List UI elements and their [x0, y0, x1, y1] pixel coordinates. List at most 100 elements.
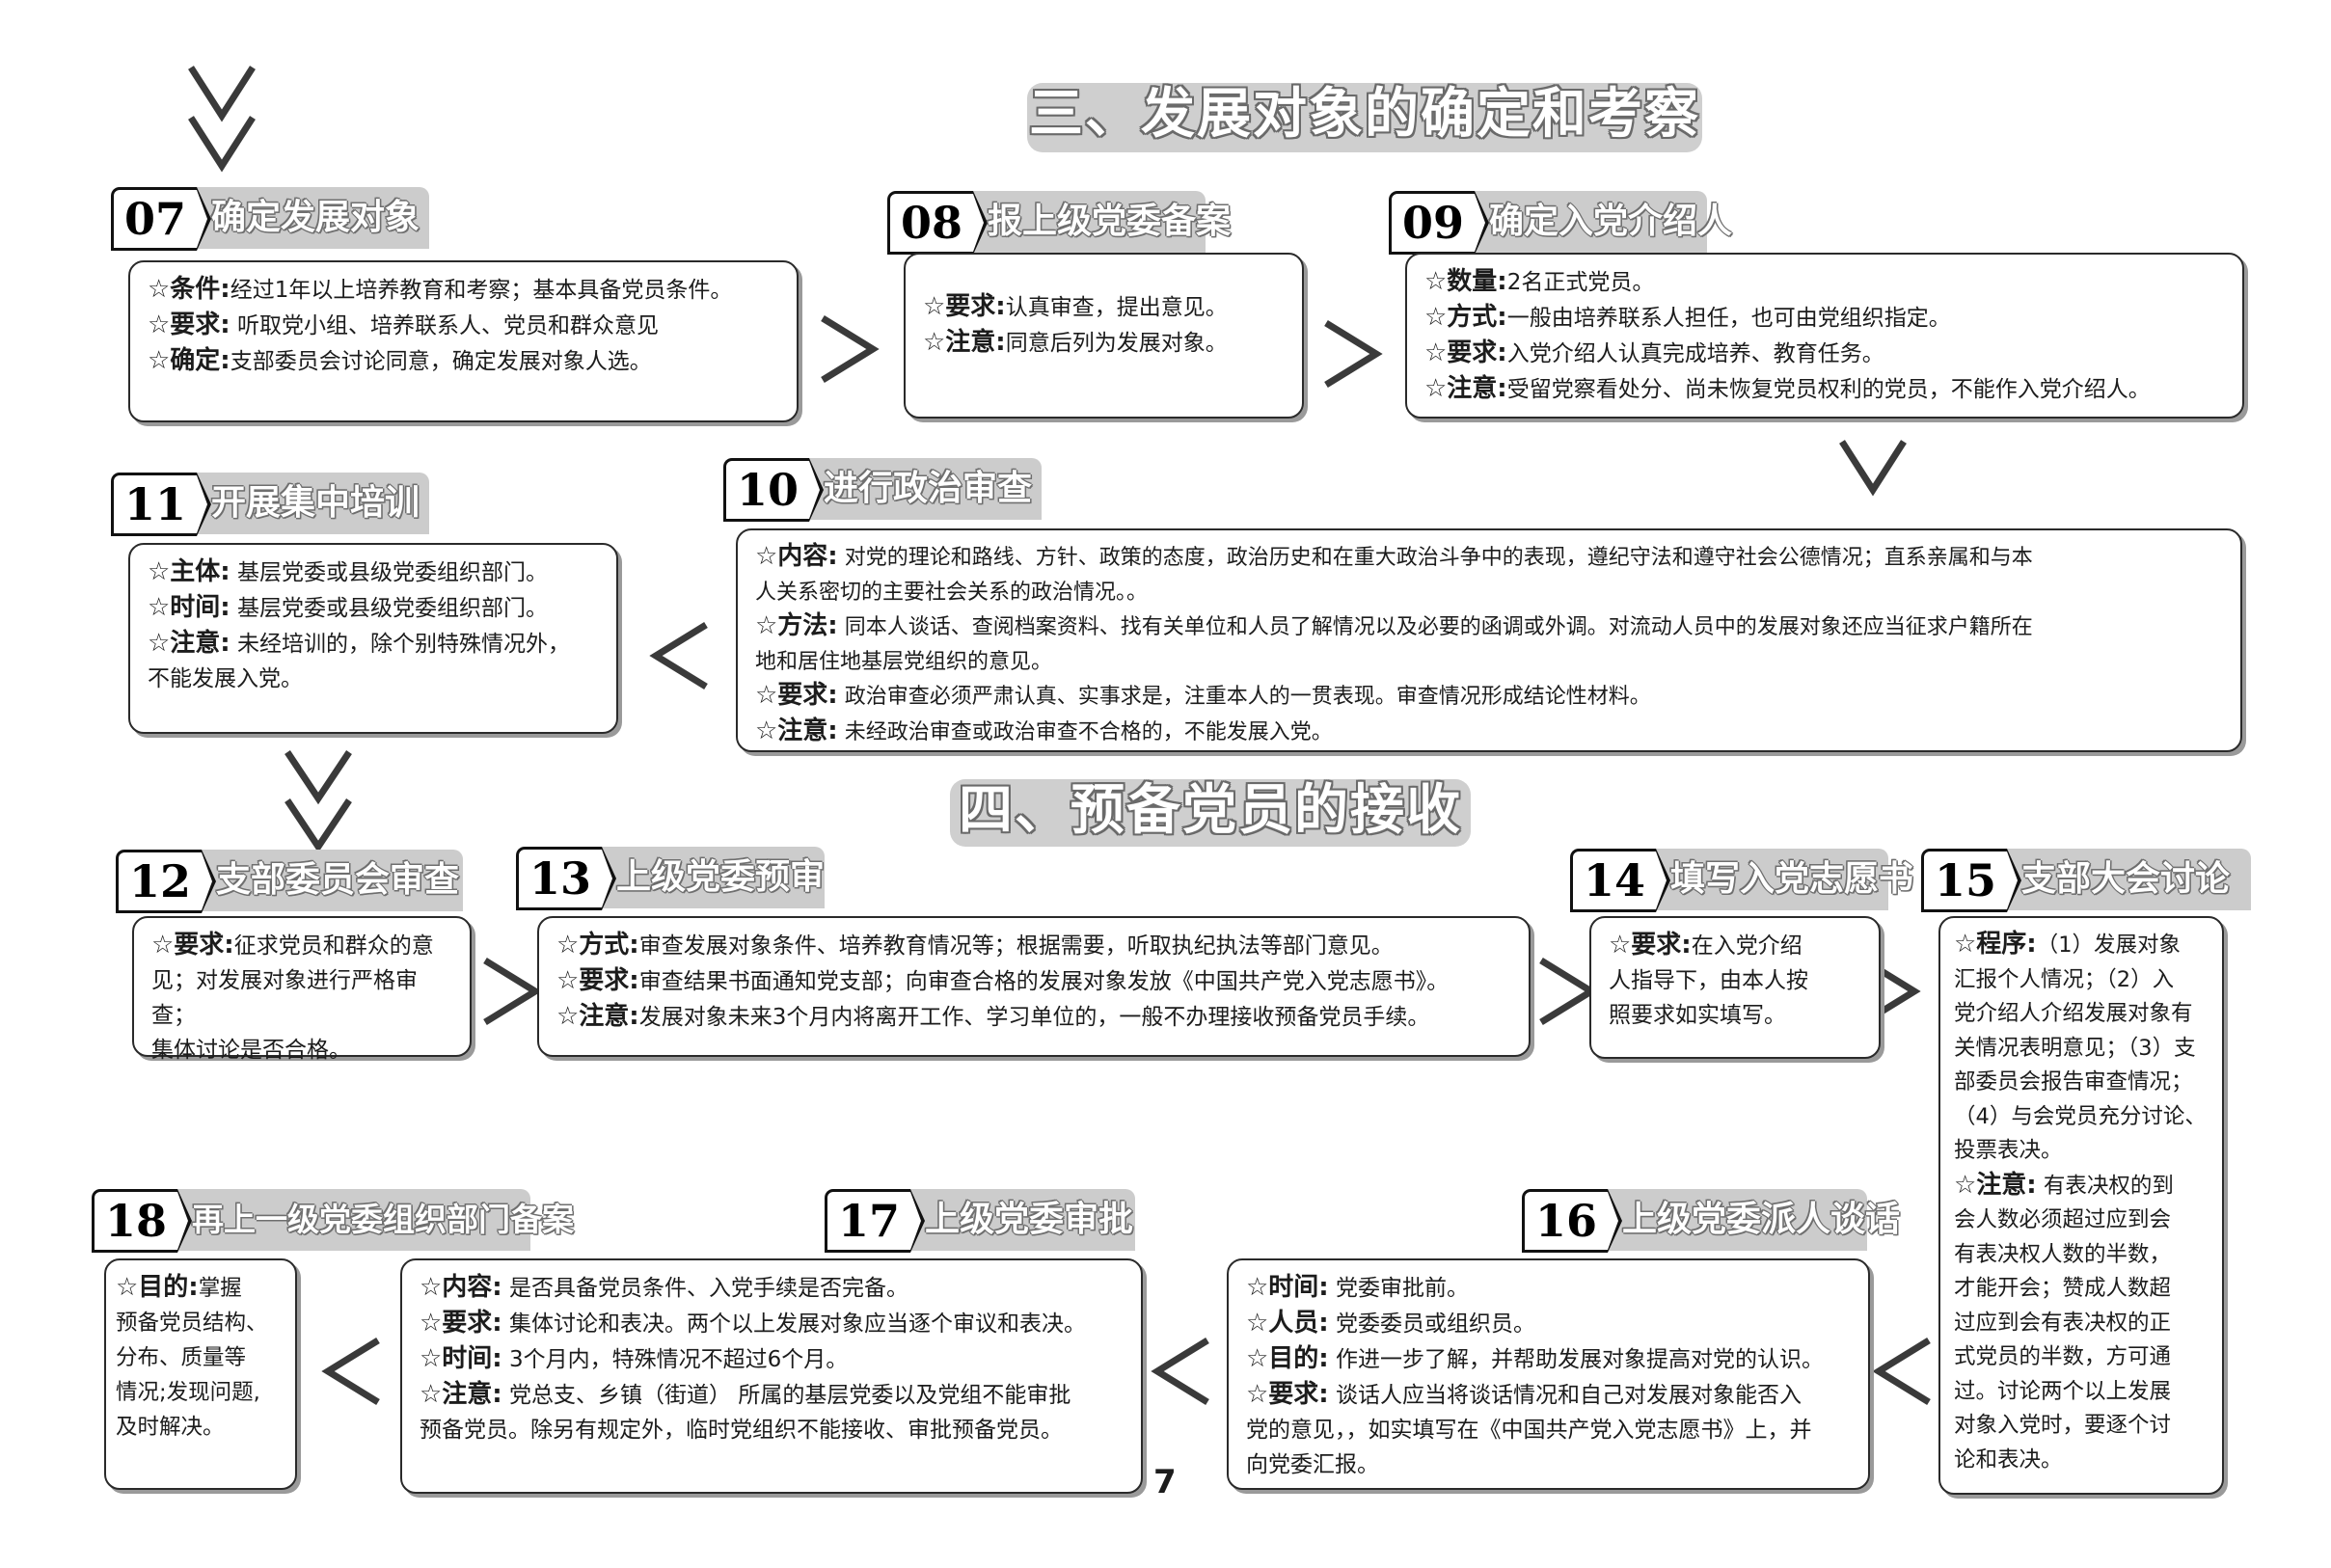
- field-text: 认真审查，提出意见。: [1005, 295, 1228, 320]
- double-chevron-down-icon: [188, 66, 256, 173]
- field-text: 见；对发展对象进行严格审查；: [151, 968, 418, 1028]
- field-text: 情况;发现问题,: [116, 1380, 260, 1405]
- content-line: ☆程序:（1）发展对象: [1954, 928, 2209, 963]
- chevron-down-icon: [1839, 440, 1907, 497]
- step-16-tab: 16 上级党委派人谈话: [1522, 1189, 1900, 1253]
- field-text: 未经培训的，除个别特殊情况外，: [230, 632, 571, 657]
- step-09-box: ☆数量:2名正式党员。☆方式:一般由培养联系人担任，也可由党组织指定。☆要求:入…: [1405, 253, 2244, 419]
- step-title: 确定入党介绍人: [1489, 202, 1733, 241]
- field-text: 在入党介绍: [1691, 933, 1802, 959]
- field-text: 政治审查必须严肃认真、实事求是，注重本人的一贯表现。审查情况形成结论性材料。: [837, 685, 1651, 709]
- step-13-box: ☆方式:审查发展对象条件、培养教育情况等；根据需要，听取执纪执法等部门意见。☆要…: [537, 916, 1531, 1057]
- field-text: 一般由培养联系人担任，也可由党组织指定。: [1506, 306, 1951, 331]
- step-12-tab: 12 支部委员会审查: [116, 850, 463, 913]
- content-line: ☆要求: 听取党小组、培养联系人、党员和群众意见: [148, 308, 783, 343]
- content-line: 式党员的半数，方可通: [1954, 1340, 2209, 1375]
- field-label: ☆要求:: [1424, 338, 1507, 367]
- field-text: 审查发展对象条件、培养教育情况等；根据需要，听取执纪执法等部门意见。: [638, 933, 1394, 959]
- field-text: （4）与会党员充分讨论、: [1954, 1103, 2207, 1129]
- chevron-right-icon: [821, 315, 880, 383]
- content-line: 人指导下，由本人按: [1609, 963, 1865, 998]
- field-text: 党介绍人介绍发展对象有: [1954, 1001, 2193, 1026]
- step-16-box: ☆时间: 党委审批前。☆人员: 党委委员或组织员。☆目的: 作进一步了解，并帮助…: [1227, 1258, 1870, 1490]
- field-text: 对象入党时，要逐个讨: [1954, 1413, 2172, 1438]
- step-14-tab: 14 填写入党志愿书: [1570, 849, 1913, 912]
- content-line: ☆内容: 是否具备党员条件、入党手续是否完备。: [420, 1270, 1127, 1306]
- content-line: ☆要求: 集体讨论和表决。两个以上发展对象应当逐个审议和表决。: [420, 1306, 1127, 1341]
- content-line: ☆注意: 党总支、乡镇（街道） 所属的基层党委以及党组不能审批: [420, 1377, 1127, 1413]
- field-label: ☆程序:: [1954, 930, 2037, 959]
- content-line: ☆时间: 党委审批前。: [1246, 1270, 1855, 1306]
- step-title: 确定发展对象: [211, 198, 420, 237]
- field-text: 人关系密切的主要社会关系的政治情况。。: [755, 580, 1149, 605]
- field-text: 对党的理论和路线、方针、政策的态度，政治历史和在重大政治斗争中的表现，遵纪守法和…: [837, 546, 2033, 570]
- step-title: 上级党委预审: [616, 857, 826, 897]
- field-text: 分布、质量等: [116, 1345, 247, 1370]
- field-text: 地和居住地基层党组织的意见。: [755, 649, 1053, 674]
- content-line: 投票表决。: [1954, 1134, 2209, 1169]
- content-line: 人关系密切的主要社会关系的政治情况。。: [755, 576, 2227, 610]
- field-text: 党委委员或组织员。: [1328, 1311, 1536, 1337]
- step-number: 12: [116, 850, 216, 913]
- field-text: 基层党委或县级党委组织部门。: [230, 596, 549, 621]
- field-text: 发展对象未来3个月内将离开工作、学习单位的，一般不办理接收预备党员手续。: [638, 1005, 1430, 1030]
- field-text: 经过1年以上培养教育和考察；基本具备党员条件。: [230, 278, 733, 303]
- content-line: 集体讨论是否合格。: [151, 1033, 456, 1068]
- step-11-box: ☆主体: 基层党委或县级党委组织部门。☆时间: 基层党委或县级党委组织部门。☆注…: [128, 543, 618, 734]
- content-line: ☆方法: 同本人谈话、查阅档案资料、找有关单位和人员了解情况以及必要的函调或外调…: [755, 609, 2227, 645]
- step-number: 18: [92, 1189, 192, 1253]
- chevron-left-icon: [1872, 1338, 1931, 1405]
- step-title: 上级党委派人谈话: [1622, 1200, 1901, 1239]
- content-line: 不能发展入党。: [148, 662, 603, 696]
- step-11-tab: 11 开展集中培训: [111, 473, 429, 536]
- content-line: ☆注意:受留党察看处分、尚未恢复党员权利的党员，不能作入党介绍人。: [1424, 371, 2229, 407]
- field-label: ☆注意:: [148, 629, 230, 658]
- field-label: ☆人员:: [1246, 1309, 1329, 1338]
- field-text: 不能发展入党。: [148, 666, 303, 691]
- content-line: ☆要求: 谈话人应当将谈话情况和自己对发展对象能否入: [1246, 1377, 1855, 1413]
- content-line: 汇报个人情况；（2）入: [1954, 963, 2209, 998]
- field-label: ☆方法:: [755, 611, 838, 640]
- section-title-4: 四、预备党员的接收: [950, 779, 1471, 847]
- field-label: ☆注意:: [1424, 374, 1507, 403]
- content-line: ☆人员: 党委委员或组织员。: [1246, 1306, 1855, 1341]
- field-label: ☆时间:: [420, 1344, 502, 1373]
- field-text: 会人数必须超过应到会: [1954, 1207, 2172, 1232]
- step-number: 13: [516, 847, 616, 910]
- field-text: 是否具备党员条件、入党手续是否完备。: [501, 1276, 909, 1301]
- field-text: 2名正式党员。: [1506, 270, 1655, 295]
- content-line: 有表决权人数的半数，: [1954, 1238, 2209, 1273]
- field-text: 3个月内，特殊情况不超过6个月。: [501, 1347, 849, 1372]
- chevron-left-icon: [321, 1338, 380, 1405]
- content-line: ☆注意:同意后列为发展对象。: [923, 325, 1288, 361]
- field-label: ☆主体:: [148, 557, 230, 586]
- field-text: 党委审批前。: [1328, 1276, 1470, 1301]
- field-label: ☆注意:: [556, 1002, 639, 1031]
- field-text: 支部委员会讨论同意，确定发展对象人选。: [230, 349, 652, 374]
- content-line: 关情况表明意见；（3）支: [1954, 1032, 2209, 1067]
- step-17-box: ☆内容: 是否具备党员条件、入党手续是否完备。☆要求: 集体讨论和表决。两个以上…: [400, 1258, 1143, 1494]
- step-title: 上级党委审批: [925, 1200, 1134, 1239]
- content-line: ☆要求:入党介绍人认真完成培养、教育任务。: [1424, 336, 2229, 371]
- content-line: ☆方式:审查发展对象条件、培养教育情况等；根据需要，听取执纪执法等部门意见。: [556, 928, 1515, 963]
- field-text: 同意后列为发展对象。: [1005, 331, 1228, 356]
- step-number: 11: [111, 473, 211, 536]
- step-number: 10: [723, 458, 824, 522]
- content-line: ☆目的:掌握: [116, 1270, 289, 1306]
- step-number: 14: [1570, 849, 1670, 912]
- field-text: 未经政治审查或政治审查不合格的，不能发展入党。: [837, 719, 1333, 744]
- field-text: 基层党委或县级党委组织部门。: [230, 560, 549, 585]
- field-text: 掌握: [198, 1276, 242, 1301]
- chevron-right-icon: [1862, 958, 1921, 1025]
- content-line: ☆注意:发展对象未来3个月内将离开工作、学习单位的，一般不办理接收预备党员手续。: [556, 999, 1515, 1035]
- field-text: 党的意见，，如实填写在《中国共产党入党志愿书》上，并: [1246, 1418, 1812, 1443]
- field-label: ☆注意:: [923, 328, 1006, 357]
- field-text: 照要求如实填写。: [1609, 1003, 1786, 1028]
- field-label: ☆内容:: [755, 542, 838, 571]
- content-line: 论和表决。: [1954, 1444, 2209, 1478]
- content-line: ☆方式:一般由培养联系人担任，也可由党组织指定。: [1424, 300, 2229, 336]
- field-label: ☆方式:: [556, 931, 639, 960]
- content-line: 照要求如实填写。: [1609, 998, 1865, 1033]
- page-number: 7: [1153, 1463, 1177, 1501]
- content-line: ☆内容: 对党的理论和路线、方针、政策的态度，政治历史和在重大政治斗争中的表现，…: [755, 540, 2227, 576]
